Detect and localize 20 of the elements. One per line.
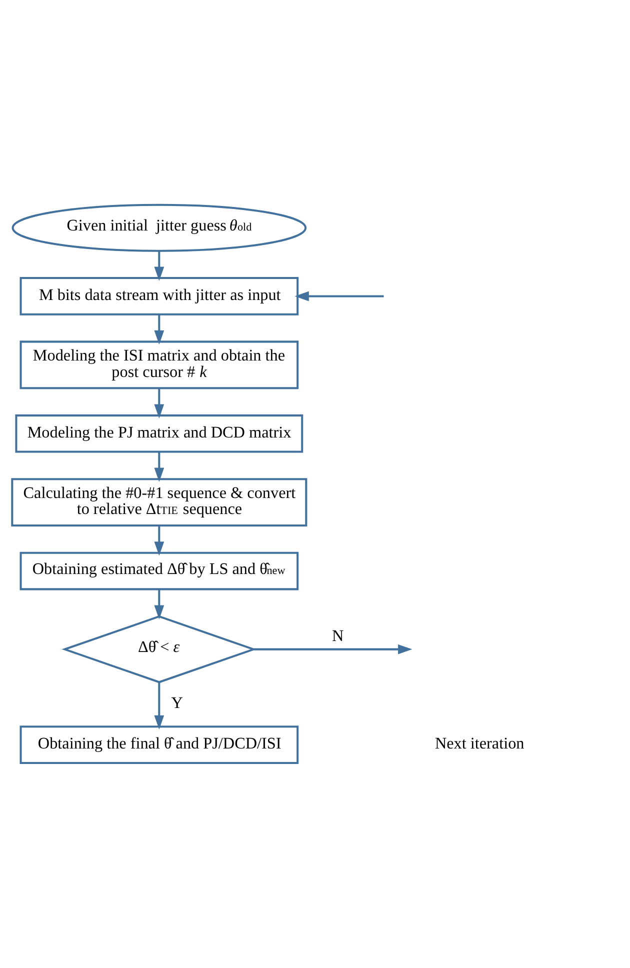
node-box: M bits data stream with jitter as input [20,277,299,316]
node-box: Calculating the #0-#1 sequence & convert to relative ΔtTIE sequence [11,478,308,527]
arrow [154,526,164,556]
edge-label: N [332,628,344,646]
arrow [294,291,384,302]
node-ellipse: Given initial jitter guess θold [12,204,307,252]
arrow [154,251,164,281]
arrow [154,589,164,620]
node-diamond: Δθ̂ < ε [62,615,257,684]
node-box: Obtaining the final θ̂ and PJ/DCD/ISI [20,726,299,764]
arrow [154,314,164,345]
node-box: Modeling the ISI matrix and obtain the post cursor # k [20,340,299,390]
node-box: Obtaining estimated Δθ̂ by LS and θ̂new [20,552,299,590]
arrow [254,644,412,654]
node-box: Modeling the PJ matrix and DCD matrix [15,414,304,453]
arrow [154,682,164,730]
label: Next iteration [434,736,524,753]
arrow [154,388,164,418]
edge-label: Y [171,695,183,712]
arrow [154,452,164,482]
